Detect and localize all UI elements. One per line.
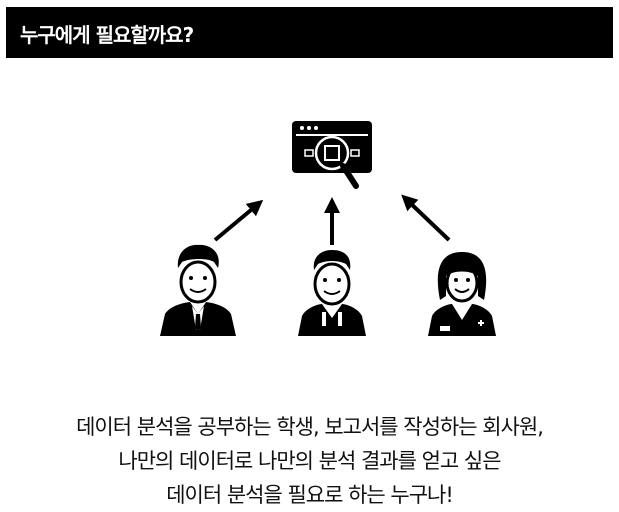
caption: 데이터 분석을 공부하는 학생, 보고서를 작성하는 회사원, 나만의 데이터로… [0, 410, 619, 512]
illustration [160, 121, 496, 336]
arrow-right [401, 194, 451, 242]
section-header: 누구에게 필요할까요? [6, 7, 613, 58]
caption-line-2: 나만의 데이터로 나만의 분석 결과를 얻고 싶은 [118, 449, 501, 473]
doctor-icon [428, 252, 496, 336]
browser-search-icon [292, 121, 372, 189]
arrow-left [213, 199, 264, 242]
caption-line-1: 데이터 분석을 공부하는 학생, 보고서를 작성하는 회사원, [76, 415, 544, 439]
caption-line-3: 데이터 분석을 필요로 하는 누구나! [166, 483, 454, 507]
businessman-icon [160, 244, 236, 336]
header-title: 누구에게 필요할까요? [20, 23, 194, 47]
student-icon [298, 250, 366, 336]
